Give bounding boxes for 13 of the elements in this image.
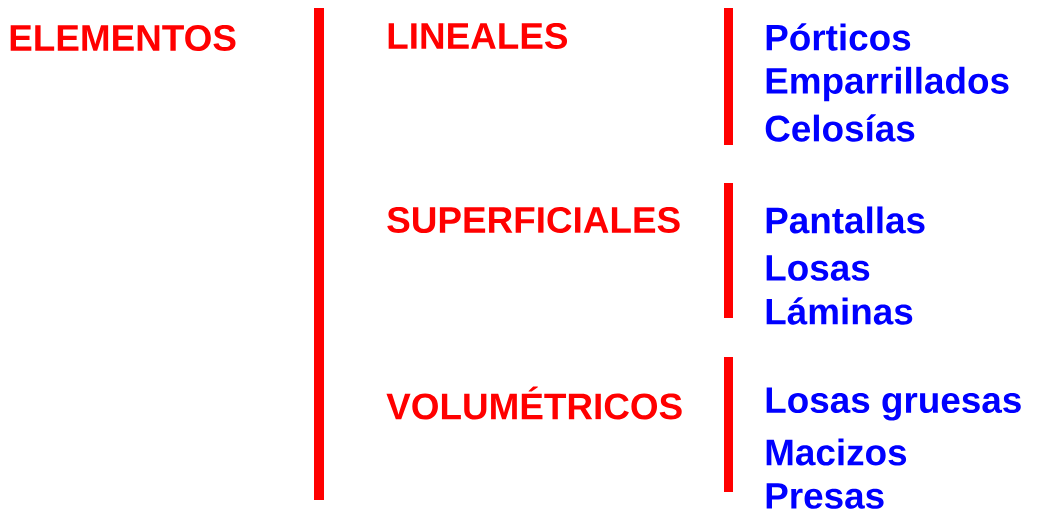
item-text: Losas [766, 255, 870, 281]
category-heading: SUPERFICIALES [387, 206, 680, 234]
item-text: Emparrillados [766, 66, 1009, 102]
item-text: Presas [766, 483, 884, 509]
item-text: Celosías [765, 114, 915, 142]
item-text: Pórticos [766, 23, 911, 51]
category-heading: LINEALES [388, 22, 568, 50]
item-text: Pantallas [766, 206, 925, 234]
category-heading: ELEMENTOS [10, 24, 236, 52]
item-text: Láminas [766, 297, 913, 325]
item-text: Macizos [766, 438, 907, 466]
category-heading: VOLUMÉTRICOS [386, 386, 682, 420]
item-text: Losas gruesas [766, 387, 1021, 421]
